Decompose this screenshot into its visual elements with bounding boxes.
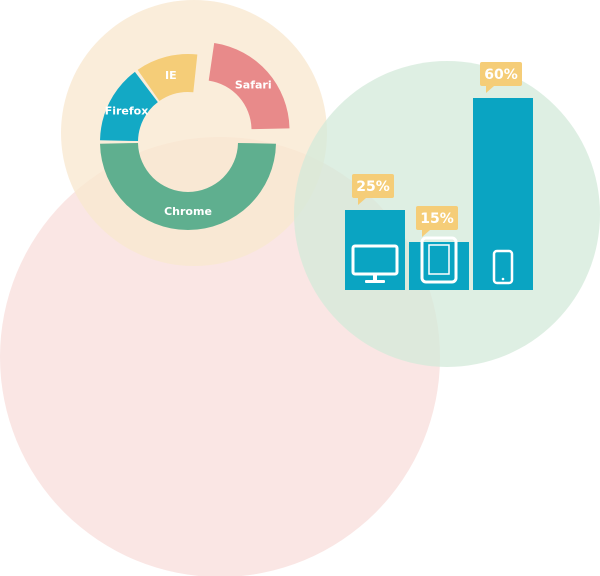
bar-phone [473,98,533,290]
bar-value-label-desktop: 25% [356,179,390,195]
donut-label-safari: Safari [235,78,272,91]
donut-label-chrome: Chrome [164,205,212,218]
phone-icon [492,249,514,285]
donut-slice-ie [137,54,198,101]
tablet-body [420,236,458,284]
bar-value-label-tablet: 15% [420,211,454,227]
monitor-base [365,280,385,283]
phone-body [492,249,514,285]
browser-share-donut-chart: Chrome Firefox IE Safari [100,43,290,231]
phone-home-button [501,277,505,281]
donut-slice-firefox [100,71,158,142]
bar-value-label-phone: 60% [484,67,518,83]
bar-label-pointer-tablet [422,230,430,237]
monitor-icon [351,244,399,283]
bar-label-box-tablet [416,206,458,230]
donut-slice-chrome [100,142,276,231]
device-share-bar-chart: 25% 15% 60% [345,62,533,290]
monitor-stand [373,274,377,280]
bar-label-pointer-desktop [358,198,366,205]
donut-label-firefox: Firefox [105,105,149,118]
bar-label-box-phone [480,62,522,86]
donut-slice-safari [208,43,290,130]
tablet-screen [428,244,450,275]
bar-label-box-desktop [352,174,394,198]
tablet-icon [420,236,458,284]
bar-label-pointer-phone [486,86,494,93]
donut-label-ie: IE [165,69,177,82]
